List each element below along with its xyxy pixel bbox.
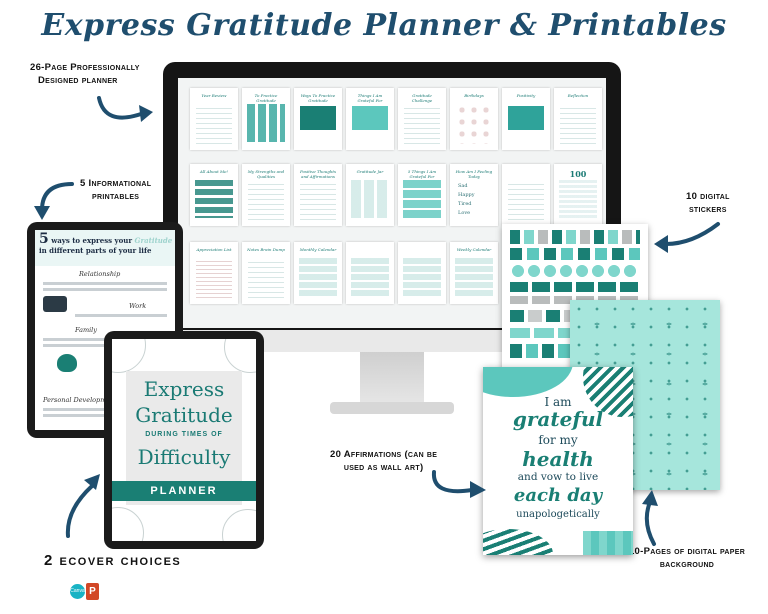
powerpoint-icon: P bbox=[86, 583, 99, 600]
cover-subtitle: During Times of bbox=[145, 431, 223, 438]
planner-page-thumbnail bbox=[502, 164, 550, 226]
affirmation-line: grateful bbox=[512, 407, 604, 431]
info-callout: 5 Informational printables bbox=[80, 178, 152, 202]
paper-callout: 10-Pages of digital paper background bbox=[628, 546, 746, 570]
planner-page-thumbnail: Birthdays bbox=[450, 88, 498, 150]
cover-title-line: Difficulty bbox=[137, 445, 231, 469]
mood-word: Sad bbox=[458, 183, 468, 189]
affirmation-line: I am bbox=[544, 395, 572, 409]
affirmation-line: unapologetically bbox=[516, 509, 600, 520]
planner-page-thumbnail: All About Me! bbox=[190, 164, 238, 226]
planner-page-thumbnail: My Strengths and Qualities bbox=[242, 164, 290, 226]
affirmation-callout: 20 Affirmations (can be used as wall art… bbox=[330, 449, 438, 473]
mood-word: Love bbox=[458, 210, 471, 216]
planner-page-thumbnail: Ways To Practice Gratitude bbox=[294, 88, 342, 150]
arrow-icon bbox=[34, 182, 74, 220]
section-label: Work bbox=[129, 302, 147, 310]
arrow-icon bbox=[65, 474, 100, 538]
planner-page-thumbnail: 5 Things I Am Grateful For bbox=[398, 164, 446, 226]
planner-page-thumbnail bbox=[346, 242, 394, 304]
planner-page-thumbnail: Appreciation List bbox=[190, 242, 238, 304]
ecover-callout: 2 ecover choices bbox=[44, 552, 182, 569]
monitor-stand bbox=[360, 352, 424, 404]
arrow-icon bbox=[642, 490, 658, 546]
planner-page-thumbnail bbox=[398, 242, 446, 304]
planner-page-thumbnail: Reflection bbox=[554, 88, 602, 150]
planner-page-thumbnail: Monthly Calendar bbox=[294, 242, 342, 304]
planner-page-thumbnail: Year Review bbox=[190, 88, 238, 150]
planner-page-thumbnail: How Am I Feeling Today Sad Happy Tired L… bbox=[450, 164, 498, 226]
section-label: Family bbox=[75, 326, 97, 334]
planner-page-thumbnail: Weekly Calendar bbox=[450, 242, 498, 304]
affirmation-line: and vow to live bbox=[517, 471, 599, 483]
section-label: Personal Development bbox=[43, 396, 118, 404]
planner-page-thumbnail: Positive Thoughts and Affirmations bbox=[294, 164, 342, 226]
affirmation-line: health bbox=[522, 447, 594, 471]
planner-page-thumbnail: Gratitude Jar bbox=[346, 164, 394, 226]
planner-page-thumbnail: Gratitude Challenge bbox=[398, 88, 446, 150]
planner-page-thumbnail: Things I Am Grateful For bbox=[346, 88, 394, 150]
canva-icon: Canva bbox=[70, 584, 85, 599]
monitor-base bbox=[330, 402, 454, 414]
planner-page-thumbnail: To Practice Gratitude bbox=[242, 88, 290, 150]
affirmation-card: I am grateful for my health and vow to l… bbox=[483, 367, 633, 555]
affirmation-line: for my bbox=[538, 433, 578, 447]
stickers-callout: 10 digital stickers bbox=[686, 191, 730, 215]
planner-page-thumbnail: 100 bbox=[554, 164, 602, 226]
pages-callout: 26-Page Professionally Designed planner bbox=[30, 62, 140, 86]
mood-word: Happy bbox=[458, 192, 475, 198]
ecover-preview: Express Gratitude During Times of Diffic… bbox=[112, 339, 256, 541]
affirmation-line: each day bbox=[513, 485, 603, 506]
printable-heading: 5 ways to express your Gratitude in diff… bbox=[39, 231, 173, 255]
cover-title-line: Gratitude bbox=[135, 403, 233, 427]
arrow-icon bbox=[97, 96, 153, 122]
cover-band: PLANNER bbox=[112, 481, 256, 501]
arrow-icon bbox=[654, 222, 720, 253]
planner-page-thumbnail: Positivity bbox=[502, 88, 550, 150]
monitor-screen: Year Review To Practice Gratitude Ways T… bbox=[178, 78, 606, 328]
page-title: Express Gratitude Planner & Printables bbox=[41, 8, 727, 43]
cover-title-line: Express bbox=[143, 377, 225, 401]
section-label: Relationship bbox=[79, 270, 121, 278]
arrow-icon bbox=[431, 470, 486, 498]
planner-page-thumbnail: Notes Brain Dump bbox=[242, 242, 290, 304]
mood-word: Tired bbox=[458, 201, 472, 207]
